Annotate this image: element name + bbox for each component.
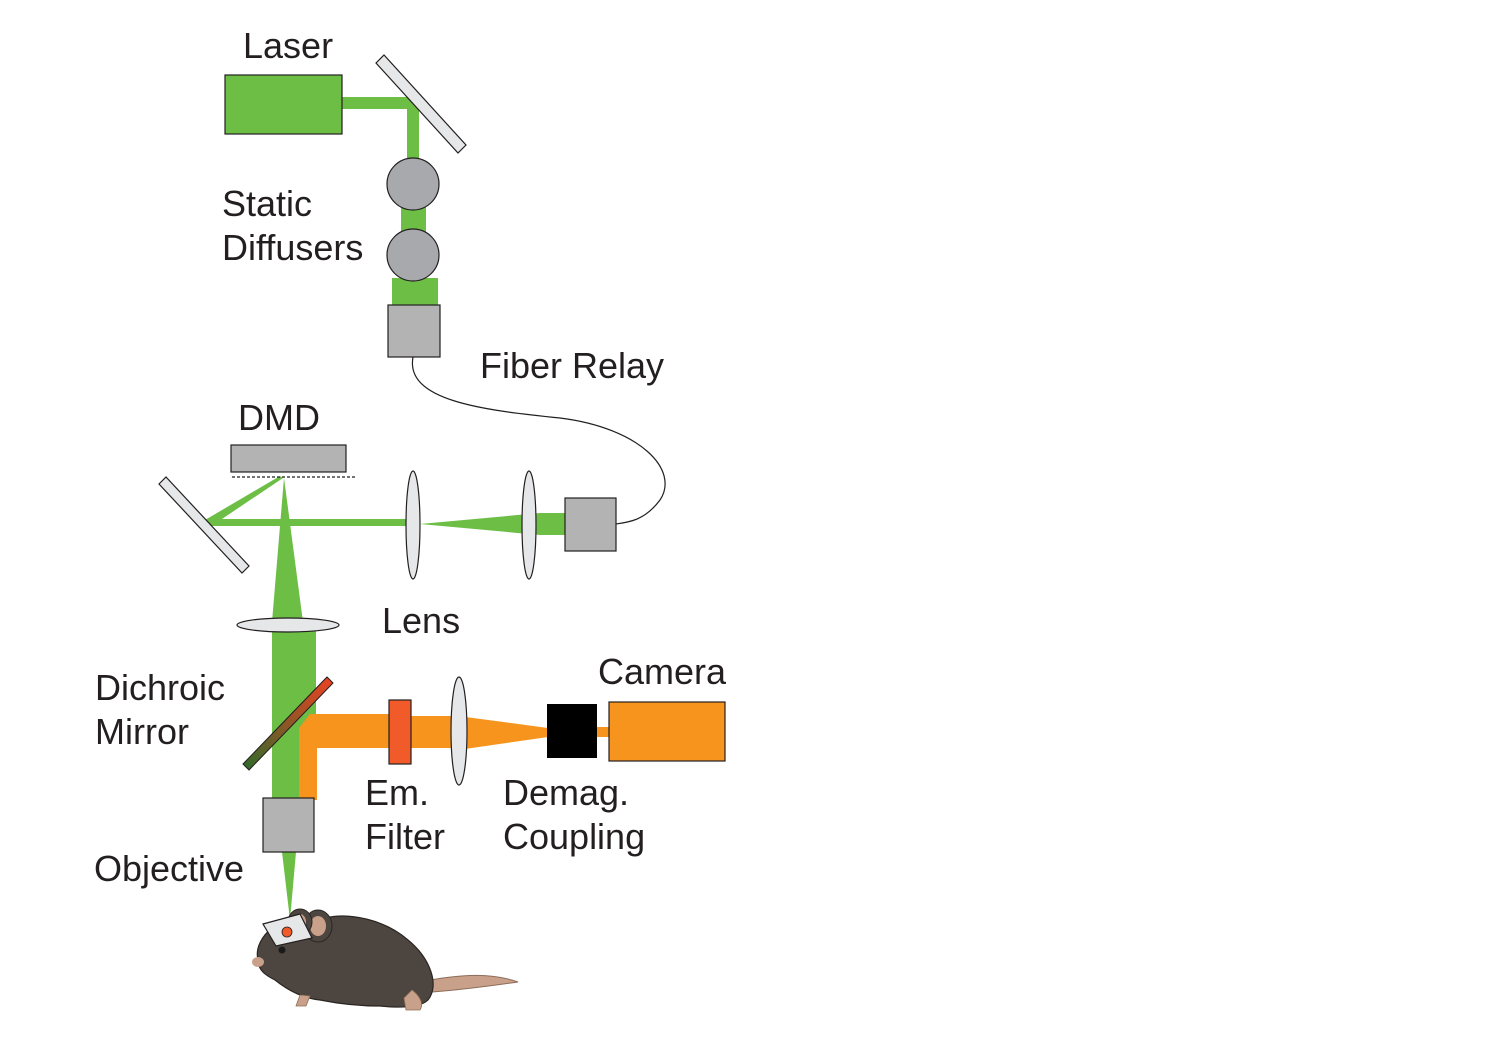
- objective-body: [262, 797, 315, 853]
- beam-mirror-to-dmd: [205, 476, 283, 527]
- beam-dmd-to-lens: [272, 478, 303, 622]
- laser-beam-to-diffuser: [407, 97, 419, 163]
- beam-objective-to-mouse: [282, 852, 296, 920]
- laser-body: [224, 74, 343, 135]
- tube-lens: [236, 617, 340, 633]
- dichroic-mirror: [242, 676, 334, 771]
- relay-lens-2: [521, 470, 537, 580]
- imaging-window: [281, 926, 293, 938]
- emission-filter: [388, 699, 412, 765]
- side-fold-mirror: [158, 476, 250, 574]
- label-laser: Laser: [243, 25, 334, 66]
- emission-beam-to-filter: [299, 714, 390, 800]
- label-camera: Camera: [598, 651, 727, 692]
- label-fiber-relay: Fiber Relay: [480, 345, 665, 386]
- label-demag-coupling: Demag. Coupling: [503, 772, 646, 857]
- emission-lens: [450, 676, 468, 786]
- laser-beam-horizontal: [342, 97, 419, 109]
- mouse-illustration: [252, 908, 519, 1011]
- top-fold-mirror: [375, 54, 467, 154]
- label-dmd: DMD: [238, 397, 320, 438]
- dmd-chip: [230, 444, 347, 473]
- fiber-coupler-input: [387, 304, 441, 358]
- emission-coupler-to-camera: [597, 727, 611, 737]
- fiber-cable: [411, 356, 666, 525]
- static-diffuser-1: [386, 157, 440, 211]
- beam-lens-to-mirror: [205, 519, 415, 526]
- static-diffuser-2: [386, 228, 440, 282]
- label-dichroic-mirror: Dichroic Mirror: [95, 667, 226, 752]
- label-static-diffusers: Static Diffusers: [222, 183, 364, 268]
- beam-after-diffusers: [392, 278, 438, 306]
- demag-coupling-block: [547, 704, 597, 758]
- mouse-ear-back-inner: [310, 916, 326, 936]
- mouse-hind-paw: [403, 989, 422, 1011]
- label-lens: Lens: [382, 600, 461, 641]
- emission-lens-to-coupler: [458, 716, 548, 750]
- mouse-tail: [429, 974, 519, 993]
- beam-fiber-to-lens: [420, 513, 565, 535]
- label-em-filter: Em. Filter: [365, 772, 445, 857]
- label-objective: Objective: [94, 848, 245, 889]
- mouse-front-paw: [295, 994, 311, 1007]
- camera-body: [608, 701, 726, 762]
- fiber-coupler-output: [564, 497, 617, 552]
- mouse-nose: [252, 957, 264, 967]
- mouse-eye: [278, 946, 286, 954]
- relay-lens-1: [405, 470, 421, 580]
